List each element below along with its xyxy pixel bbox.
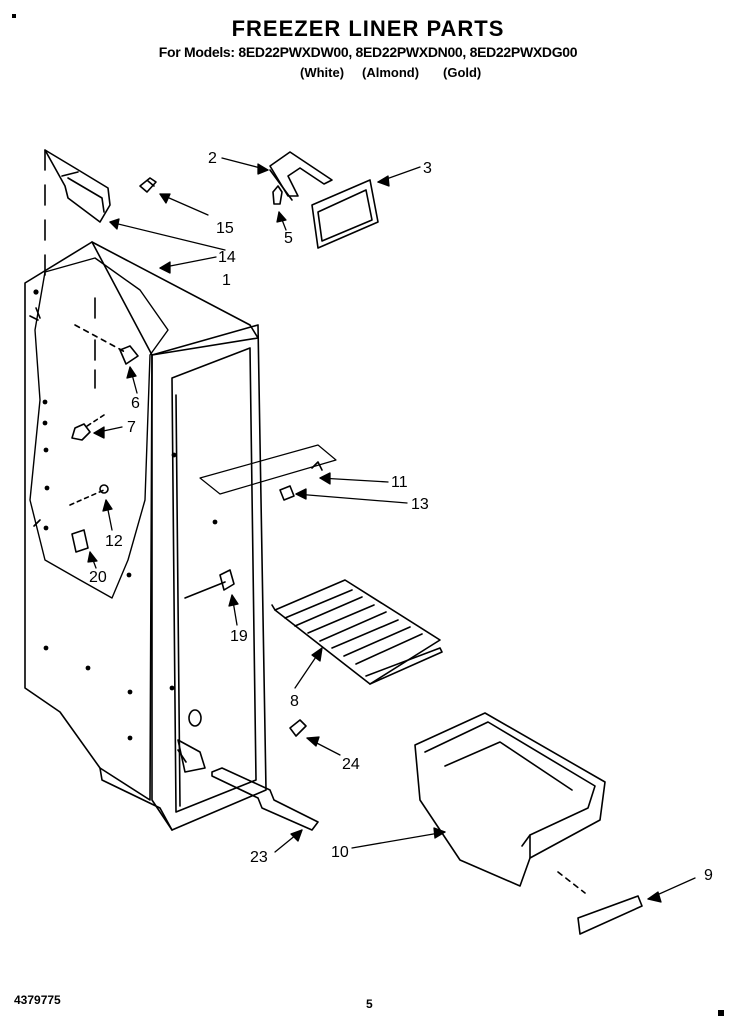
callout-9: 9 — [704, 867, 713, 884]
callout-20: 20 — [89, 569, 107, 586]
callout-19: 19 — [230, 628, 248, 645]
callout-15: 15 — [216, 220, 234, 237]
color-almond-label: (Almond) — [362, 65, 420, 80]
freezer-liner — [24, 149, 267, 831]
callout-12: 12 — [105, 533, 123, 550]
callout-3: 3 — [423, 160, 432, 177]
part-10-bin — [414, 712, 606, 887]
leader-lines — [87, 157, 696, 903]
part-14-bracket — [44, 149, 111, 223]
page-title: FREEZER LINER PARTS — [231, 16, 505, 41]
part-11-13-housing — [199, 444, 337, 501]
document-number: 4379775 — [14, 993, 61, 1007]
callout-numbers: 1 2 3 5 6 7 8 9 10 11 12 13 14 15 19 20 … — [89, 150, 713, 884]
callout-2: 2 — [208, 150, 217, 167]
callout-11: 11 — [391, 474, 408, 491]
color-white-label: (White) — [300, 65, 345, 80]
callout-24: 24 — [342, 756, 360, 773]
part-23-bracket — [211, 767, 319, 831]
part-3-panel — [311, 179, 379, 249]
part-24-screw — [289, 719, 307, 737]
page-number: 5 — [366, 997, 373, 1011]
part-7-clip — [71, 423, 91, 441]
callout-13: 13 — [411, 496, 429, 513]
part-5-screw — [272, 185, 283, 205]
part-19-clip — [219, 569, 235, 591]
part-9-trim — [557, 871, 643, 935]
part-12-pin — [99, 484, 109, 494]
callout-23: 23 — [250, 849, 268, 866]
callout-1: 1 — [222, 272, 231, 289]
part-2-bracket — [269, 151, 333, 201]
part-15-screw — [139, 177, 157, 193]
callout-5: 5 — [284, 230, 293, 247]
callout-14: 14 — [218, 249, 236, 266]
callout-8: 8 — [290, 693, 299, 710]
callout-6: 6 — [131, 395, 140, 412]
part-20-clip — [71, 529, 89, 553]
callout-7: 7 — [127, 419, 136, 436]
model-list: For Models: 8ED22PWXDW00, 8ED22PWXDN00, … — [158, 44, 578, 60]
part-6-clip — [119, 345, 139, 365]
callout-10: 10 — [331, 844, 349, 861]
color-gold-label: (Gold) — [443, 65, 482, 80]
part-8-wire-shelf — [271, 579, 443, 685]
